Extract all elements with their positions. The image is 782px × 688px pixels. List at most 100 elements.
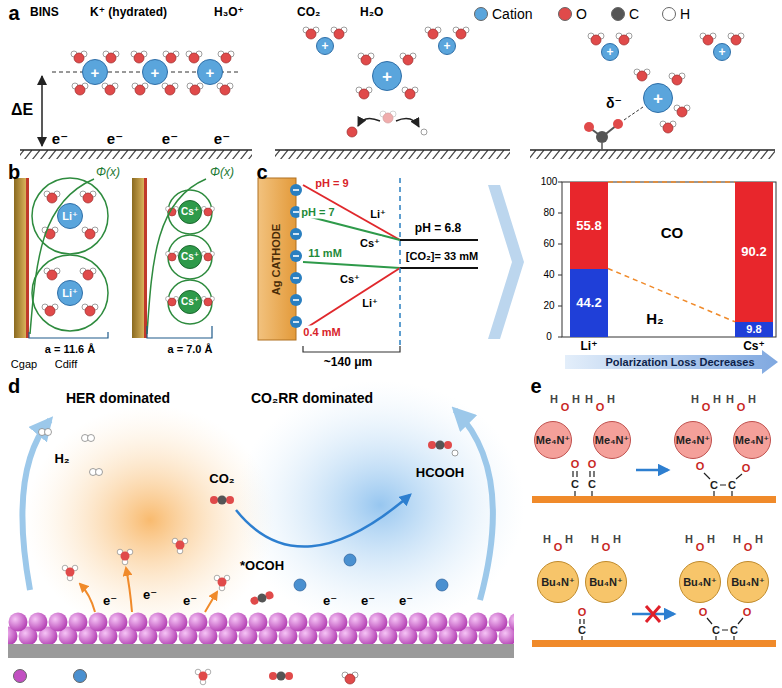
atom-symbol: H bbox=[565, 534, 573, 545]
atom-symbol: C bbox=[571, 479, 579, 490]
panel-a-illustration bbox=[588, 33, 604, 45]
node-text: + bbox=[382, 68, 392, 85]
panel-d-illustration bbox=[8, 644, 514, 658]
dashed-connector bbox=[608, 269, 735, 322]
node-text: Cs⁺ bbox=[181, 297, 199, 307]
annotation: H₂ bbox=[54, 452, 69, 465]
annotation: 11 mM bbox=[306, 247, 344, 260]
node-text: + bbox=[606, 46, 613, 58]
panel-a-illustration bbox=[380, 111, 396, 123]
panel-e-illustration bbox=[704, 473, 742, 496]
annotation: 80 bbox=[543, 208, 554, 218]
legend-text: O bbox=[576, 7, 587, 21]
panel-c-illustration bbox=[400, 267, 478, 269]
panel-a-illustration bbox=[530, 149, 775, 151]
legend-swatch bbox=[611, 7, 625, 21]
panel-c-illustration bbox=[303, 346, 400, 352]
annotation: Li⁺ bbox=[368, 208, 388, 221]
panel-b-illustration bbox=[202, 206, 215, 216]
annotation: CO₂RR dominated bbox=[251, 391, 373, 405]
node-text: Me₄N⁺ bbox=[676, 435, 710, 446]
atom-symbol: O bbox=[596, 402, 605, 413]
panel-a-illustration bbox=[584, 122, 594, 132]
annotation: e⁻ bbox=[162, 131, 178, 146]
legend-text: CO₂ bbox=[297, 6, 320, 18]
panel-c-illustration bbox=[565, 350, 778, 374]
cation-circle: Bu₄N⁺ bbox=[727, 561, 769, 603]
panel-d-illustration bbox=[39, 429, 52, 436]
cation-ball: + bbox=[142, 59, 168, 85]
annotation: Cdiff bbox=[55, 359, 77, 370]
annotation: e⁻ bbox=[361, 594, 375, 607]
annotation: Li⁺ bbox=[360, 297, 380, 310]
annotation: δ⁻ bbox=[606, 96, 622, 110]
atom-symbol: O bbox=[743, 607, 752, 618]
panel-a-illustration bbox=[634, 69, 650, 81]
panel-letter: b bbox=[8, 162, 20, 182]
panel-a-illustration bbox=[187, 83, 203, 95]
atom-symbol: O bbox=[696, 542, 705, 553]
annotation: pH = 9 bbox=[313, 177, 350, 190]
atom-symbol: C bbox=[710, 480, 718, 491]
atom-symbol: O bbox=[561, 402, 570, 413]
panel-a-illustration bbox=[616, 33, 632, 45]
panel-d-illustration bbox=[172, 538, 188, 554]
annotation: Cgap bbox=[11, 359, 37, 370]
panel-b-illustration bbox=[26, 178, 29, 338]
surface-charge bbox=[293, 233, 299, 235]
panel-d-illustration bbox=[205, 592, 217, 612]
panel-e-illustration bbox=[532, 496, 776, 503]
panel-b-illustration bbox=[202, 251, 215, 261]
cation-ball: + bbox=[82, 59, 108, 85]
annotation: ~140 μm bbox=[324, 356, 372, 368]
cation-circle: Bu₄N⁺ bbox=[537, 561, 579, 603]
annotation: e⁻ bbox=[214, 131, 230, 146]
annotation: e⁻ bbox=[399, 594, 413, 607]
panel-a-illustration bbox=[20, 27, 775, 159]
panel-b-illustration bbox=[14, 178, 26, 338]
atom-symbol: O bbox=[578, 607, 587, 618]
atom-symbol: O bbox=[737, 402, 746, 413]
annotation: *OCOH bbox=[240, 559, 284, 572]
panel-b-illustration bbox=[147, 326, 212, 338]
annotation: e⁻ bbox=[143, 588, 157, 601]
node-text: Li⁺ bbox=[62, 211, 78, 222]
annotation: 0 bbox=[546, 332, 552, 342]
legend-swatch bbox=[13, 669, 27, 683]
atom-symbol: C bbox=[578, 625, 586, 636]
panel-c-illustration bbox=[303, 268, 400, 330]
atom-symbol: O bbox=[554, 542, 563, 553]
panel-a-illustration bbox=[421, 129, 427, 135]
panel-d-illustration bbox=[195, 669, 211, 685]
panel-a-illustration bbox=[400, 53, 416, 65]
legend-text: H₃O⁺ bbox=[214, 6, 244, 18]
annotation: e⁻ bbox=[107, 131, 123, 146]
panel-letter: a bbox=[8, 3, 19, 23]
panel-a-illustration bbox=[596, 131, 608, 143]
panel-d-illustration bbox=[90, 469, 103, 476]
atom-symbol: H bbox=[755, 534, 763, 545]
atom-symbol: O bbox=[702, 402, 711, 413]
annotation: 0.4 mM bbox=[301, 326, 342, 339]
node-text: Bu₄N⁺ bbox=[731, 577, 765, 588]
panel-a-illustration bbox=[700, 33, 716, 45]
surface-charge bbox=[290, 250, 302, 262]
panel-letter: e bbox=[530, 376, 541, 396]
panel-a-illustration bbox=[453, 27, 469, 39]
node-text: + bbox=[653, 90, 663, 107]
cation-circle: Me₄N⁺ bbox=[534, 421, 572, 459]
panel-a-illustration bbox=[624, 107, 643, 120]
atom-symbol: H bbox=[613, 534, 621, 545]
panel-a-illustration bbox=[71, 51, 87, 63]
surface-charge bbox=[290, 272, 302, 284]
panel-c-illustration bbox=[303, 262, 400, 268]
panel-c-illustration bbox=[488, 185, 524, 339]
surface-charge bbox=[293, 299, 299, 301]
node-text: Bu₄N⁺ bbox=[541, 577, 575, 588]
panel-a-illustration bbox=[218, 51, 234, 63]
panel-a-illustration bbox=[103, 51, 119, 63]
annotation: Cs⁺ bbox=[358, 237, 382, 250]
annotation: HCOOH bbox=[416, 466, 464, 479]
panel-a-illustration bbox=[669, 73, 685, 85]
panel-b-illustration bbox=[166, 296, 179, 306]
